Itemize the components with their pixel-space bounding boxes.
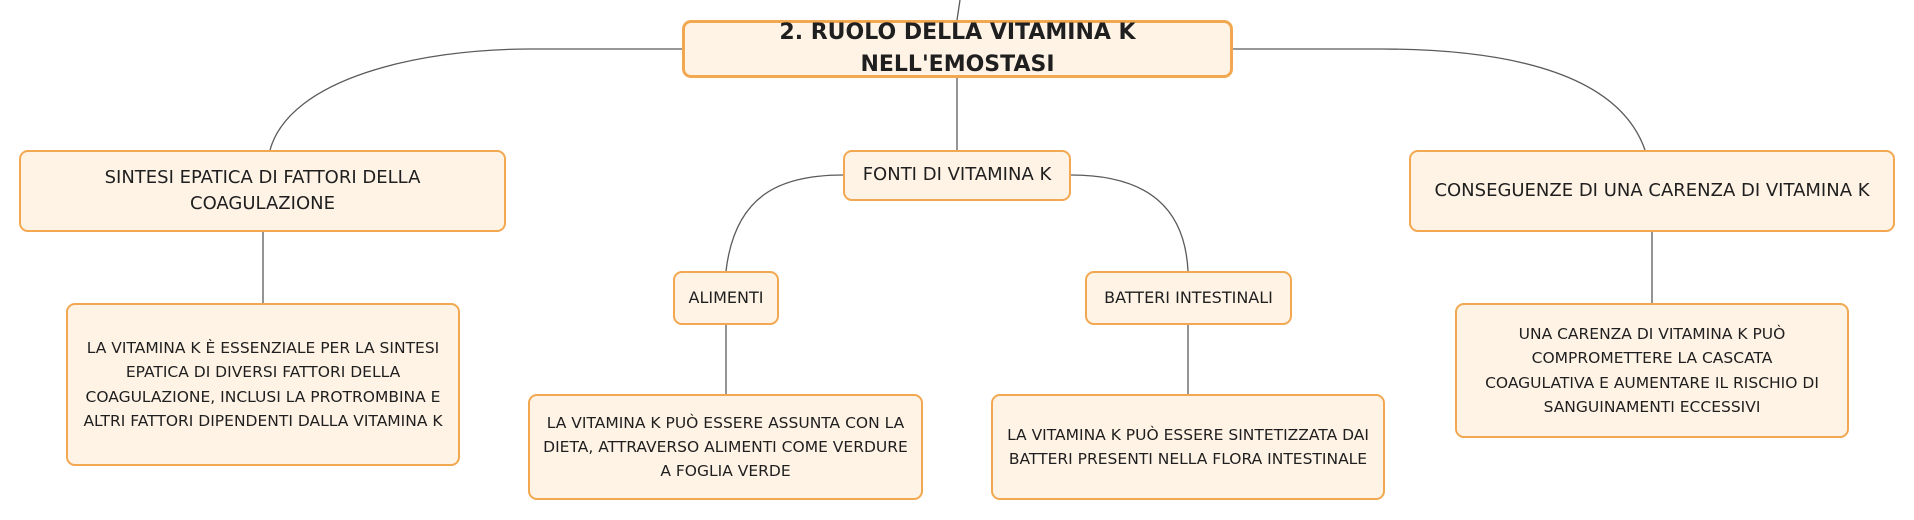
synthesis-topic-label: SINTESI EPATICA DI FATTORI DELLA COAGULA… xyxy=(104,166,421,214)
connector-root-to-synthesis xyxy=(269,48,682,151)
bacteria-topic-node[interactable]: BATTERI INTESTINALI xyxy=(1085,271,1292,325)
root-topic-node[interactable]: 2. RUOLO DELLA VITAMINA K NELL'EMOSTASI xyxy=(682,20,1233,78)
synthesis-topic-node[interactable]: SINTESI EPATICA DI FATTORI DELLA COAGULA… xyxy=(19,150,506,232)
synthesis-detail-node[interactable]: LA VITAMINA K È ESSENZIALE PER LA SINTES… xyxy=(66,303,460,466)
foods-topic-node[interactable]: ALIMENTI xyxy=(673,271,779,325)
consequences-detail-node[interactable]: UNA CARENZA DI VITAMINA K PUÒ COMPROMETT… xyxy=(1455,303,1849,438)
sources-topic-label: FONTI DI VITAMINA K xyxy=(862,164,1052,186)
connector-parent-to-root xyxy=(956,0,961,21)
foods-topic-label: ALIMENTI xyxy=(688,288,764,308)
foods-detail-text: LA VITAMINA K PUÒ ESSERE ASSUNTA CON LA … xyxy=(543,413,908,480)
consequences-topic-node[interactable]: CONSEGUENZE DI UNA CARENZA DI VITAMINA K xyxy=(1409,150,1895,232)
bacteria-topic-label: BATTERI INTESTINALI xyxy=(1104,288,1273,308)
synthesis-detail-text: LA VITAMINA K È ESSENZIALE PER LA SINTES… xyxy=(83,339,443,430)
consequences-detail-text: UNA CARENZA DI VITAMINA K PUÒ COMPROMETT… xyxy=(1485,325,1819,416)
root-topic-label: 2. RUOLO DELLA VITAMINA K NELL'EMOSTASI xyxy=(779,20,1136,77)
connector-sources-to-foods xyxy=(725,174,844,272)
connector-sources-to-bacteria xyxy=(1070,174,1189,272)
foods-detail-node[interactable]: LA VITAMINA K PUÒ ESSERE ASSUNTA CON LA … xyxy=(528,394,923,500)
bacteria-detail-node[interactable]: LA VITAMINA K PUÒ ESSERE SINTETIZZATA DA… xyxy=(991,394,1385,500)
connector-root-to-consequences xyxy=(1233,48,1646,151)
sources-topic-node[interactable]: FONTI DI VITAMINA K xyxy=(843,150,1071,201)
consequences-topic-label: CONSEGUENZE DI UNA CARENZA DI VITAMINA K xyxy=(1434,179,1870,201)
bacteria-detail-text: LA VITAMINA K PUÒ ESSERE SINTETIZZATA DA… xyxy=(1007,425,1369,468)
